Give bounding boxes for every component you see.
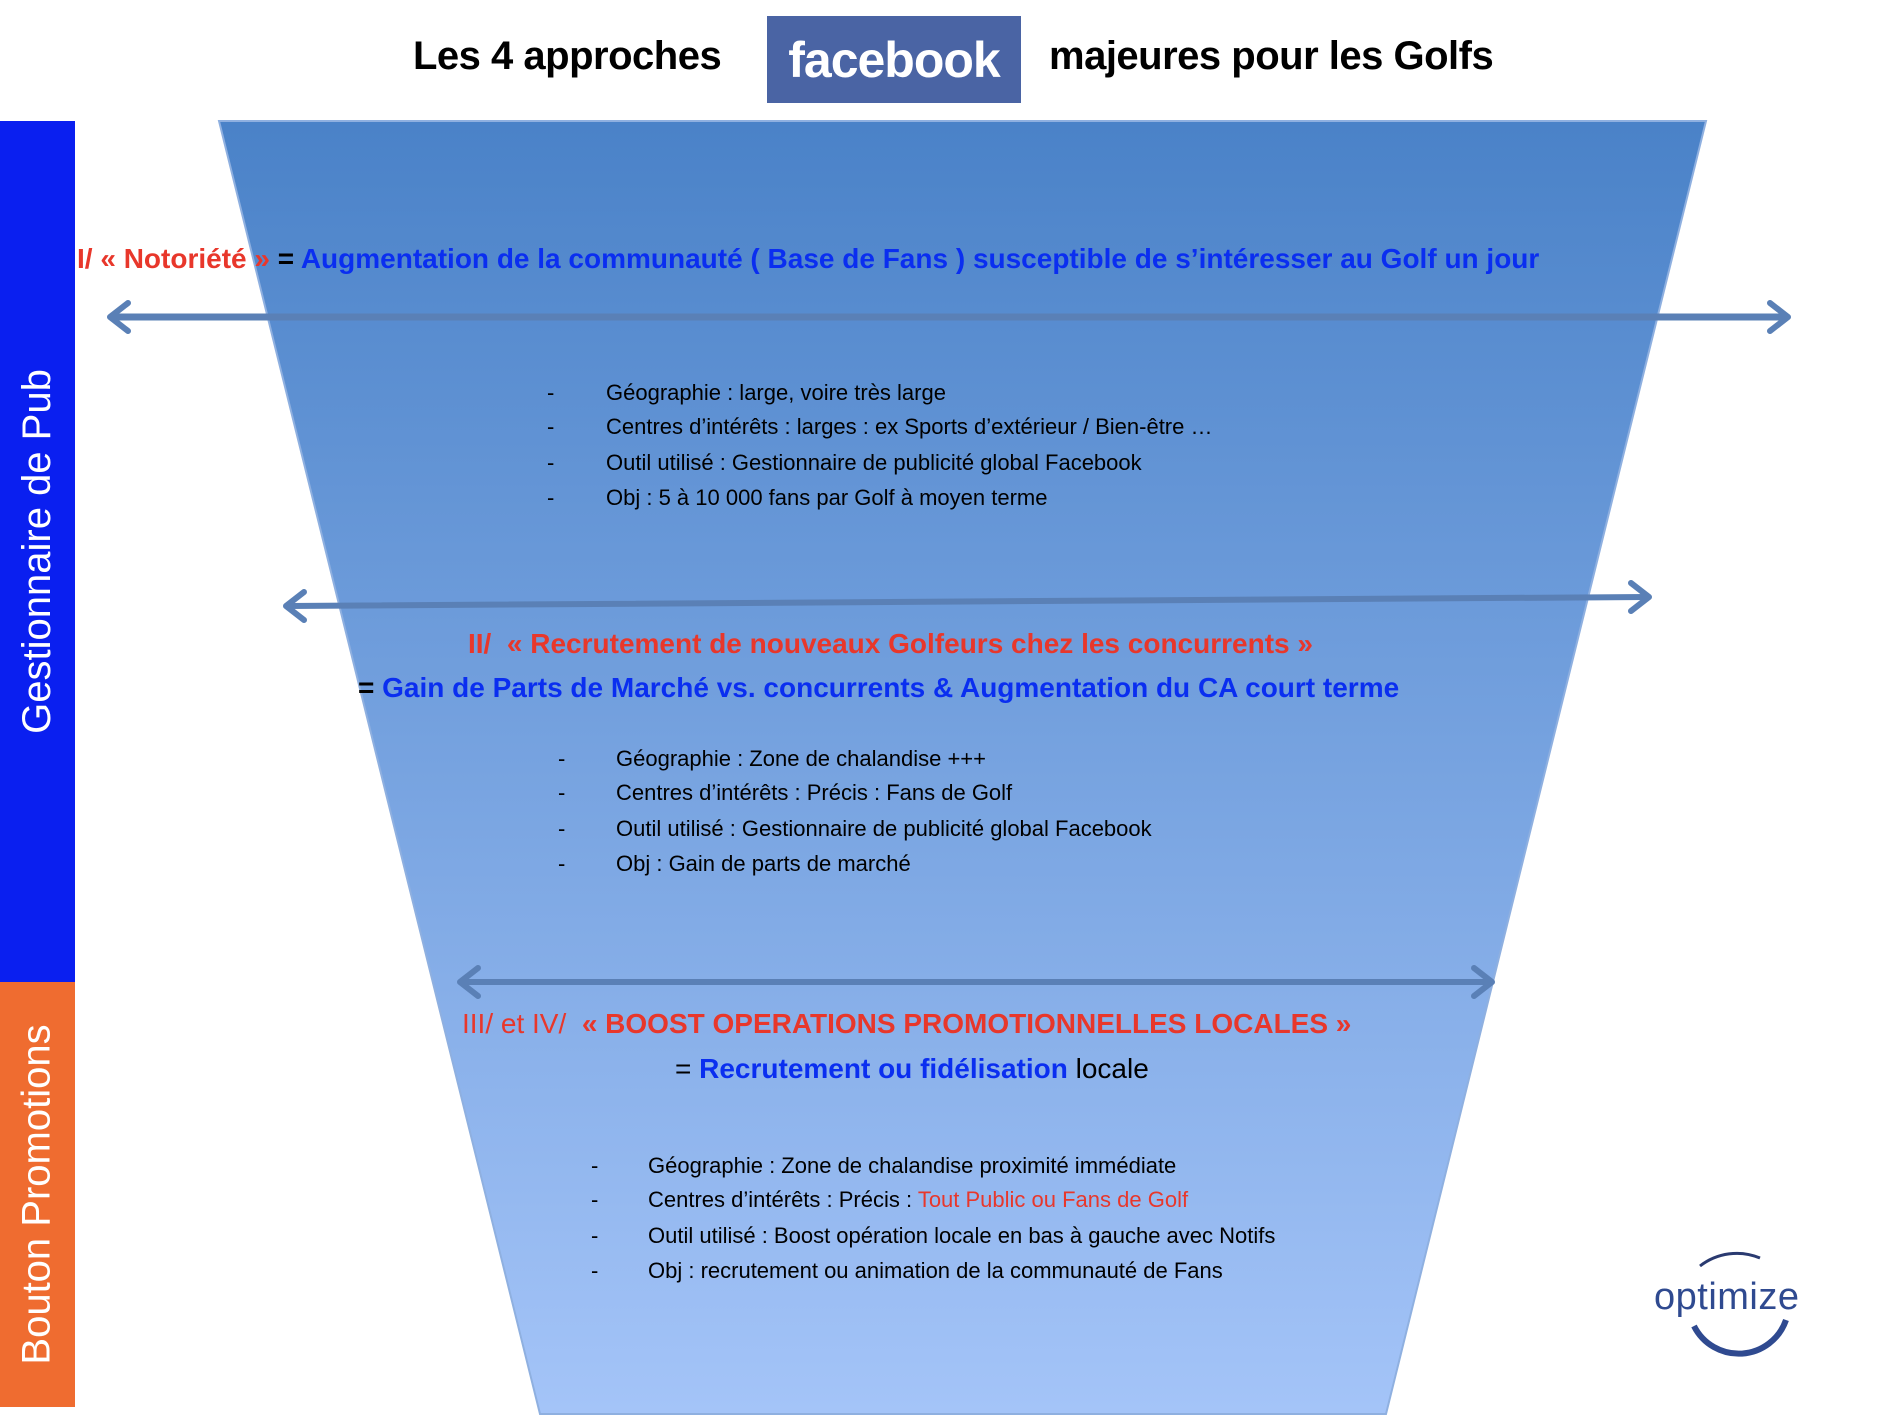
section1-number: I/ [77,243,93,274]
section1-description: Augmentation de la communauté ( Base de … [300,243,1540,274]
title-right: majeures pour les Golfs [1049,34,1494,78]
section2-number: II/ [468,628,492,659]
section2-description: Gain de Parts de Marché vs. concurrents … [382,672,1400,703]
section3-name: « BOOST OPERATIONS PROMOTIONNELLES LOCAL… [581,1008,1352,1039]
bullet-marker: - [558,746,566,771]
section3-description: Recrutement ou fidélisation [699,1053,1068,1084]
bullet-marker: - [558,816,566,841]
list-item: Outil utilisé : Gestionnaire de publicit… [606,450,1142,475]
list-item: Géographie : Zone de chalandise +++ [616,746,986,771]
bullet-marker: - [591,1258,599,1283]
section3-subheading: = Recrutement ou fidélisation locale [675,1053,1149,1085]
bullet-marker: - [547,380,555,405]
list-item: Géographie : large, voire très large [606,380,946,405]
section2-heading: II/ « Recrutement de nouveaux Golfeurs c… [468,628,1313,660]
section3-number: III/ et IV/ [462,1008,567,1039]
section3-description-tail: locale [1067,1053,1149,1084]
double-arrow-3 [457,965,1495,999]
bullet-marker: - [591,1153,599,1178]
section2-subheading: = Gain de Parts de Marché vs. concurrent… [358,672,1399,704]
section3-heading: III/ et IV/ « BOOST OPERATIONS PROMOTION… [462,1008,1351,1040]
list-item: Centres d’intérêts : Précis : Tout Publi… [648,1187,1188,1213]
optimize-logo: optimize [1650,1240,1820,1380]
section3-eq: = [675,1053,700,1084]
list-item: Centres d’intérêts : larges : ex Sports … [606,414,1213,439]
list-item: Obj : recrutement ou animation de la com… [648,1258,1223,1283]
bullet-marker: - [591,1187,599,1212]
list-item: Centres d’intérêts : Précis : Fans de Go… [616,780,1013,805]
section1-name: « Notoriété » [100,243,270,274]
list-item: Géographie : Zone de chalandise proximit… [648,1153,1177,1178]
list-item: Obj : Gain de parts de marché [616,851,911,876]
facebook-logo: facebook [767,16,1021,103]
funnel-shape [217,120,1708,1415]
section1-eq: = [269,243,301,274]
bullet-marker: - [547,414,555,439]
double-arrow-1 [107,300,1791,334]
sidebar-bouton-promotions: Bouton Promotions [0,982,75,1407]
bullet-marker: - [591,1223,599,1248]
double-arrow-2 [283,580,1652,623]
sidebar-gestionnaire-de-pub: Gestionnaire de Pub [0,121,75,982]
list-item: Outil utilisé : Boost opération locale e… [648,1223,1276,1248]
bullet-marker: - [547,485,555,510]
section2-eq: = [358,672,383,703]
bullet-marker: - [558,780,566,805]
bullet-marker: - [558,851,566,876]
list-item-text: Centres d’intérêts : Précis : [648,1187,918,1212]
list-item: Obj : 5 à 10 000 fans par Golf à moyen t… [606,485,1048,510]
section1-heading: I/ « Notoriété » = Augmentation de la co… [77,243,1539,275]
logo-text: optimize [1654,1276,1800,1318]
list-item-highlight: Tout Public ou Fans de Golf [917,1187,1189,1212]
list-item: Outil utilisé : Gestionnaire de publicit… [616,816,1152,841]
section2-name: « Recrutement de nouveaux Golfeurs chez … [506,628,1313,659]
title-left: Les 4 approches [413,34,722,78]
logo-swoosh-icon [1691,1251,1789,1357]
bullet-marker: - [547,450,555,475]
